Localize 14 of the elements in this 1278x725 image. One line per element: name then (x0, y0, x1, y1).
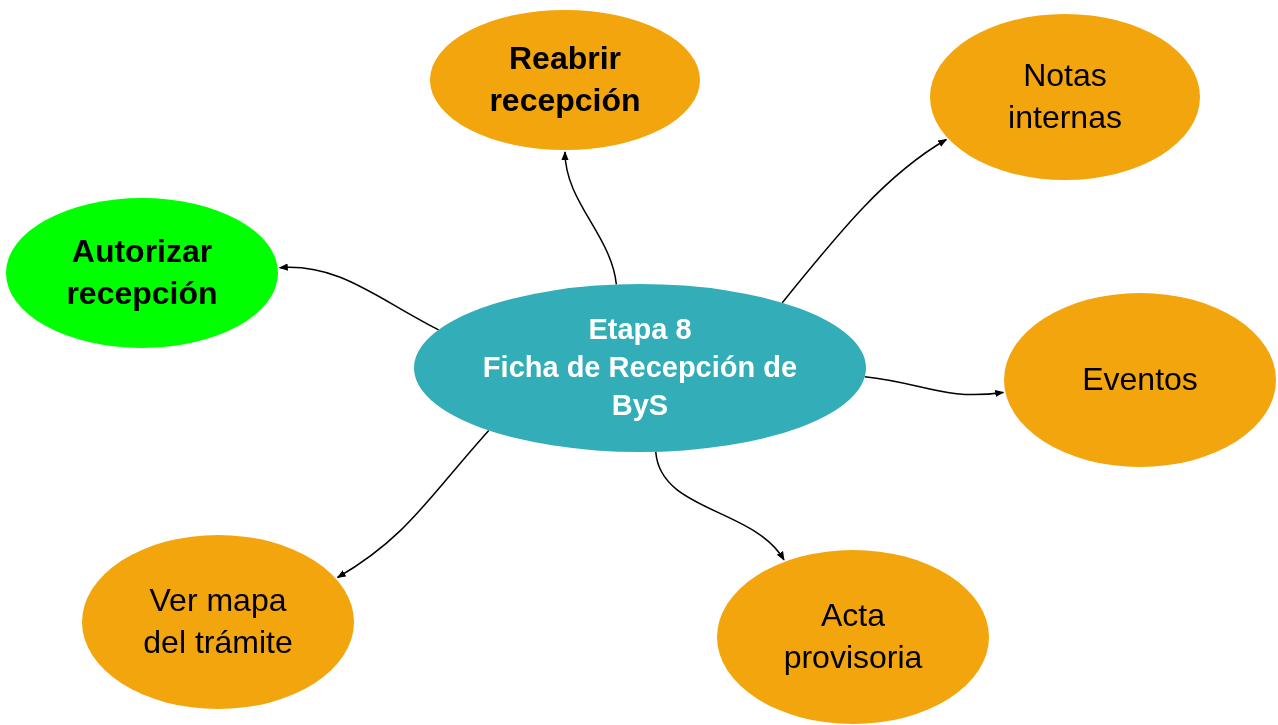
arrow (781, 138, 948, 304)
node-label: Ver mapa del trámite (142, 581, 294, 662)
arrow (336, 429, 490, 579)
arrow (562, 151, 618, 286)
node-label: Eventos (1082, 360, 1198, 400)
node-label: Autorizar recepción (65, 232, 219, 313)
arrow (655, 451, 785, 561)
node-label: Ficha de Recepción de ByS (481, 350, 799, 423)
arrow (864, 376, 1005, 397)
node-heading: Etapa 8 (588, 312, 692, 348)
node-label: Acta provisoria (782, 596, 924, 677)
node-label: Notas internas (1007, 56, 1123, 137)
arrow (278, 263, 440, 331)
node-label: Reabrir recepción (488, 39, 642, 120)
